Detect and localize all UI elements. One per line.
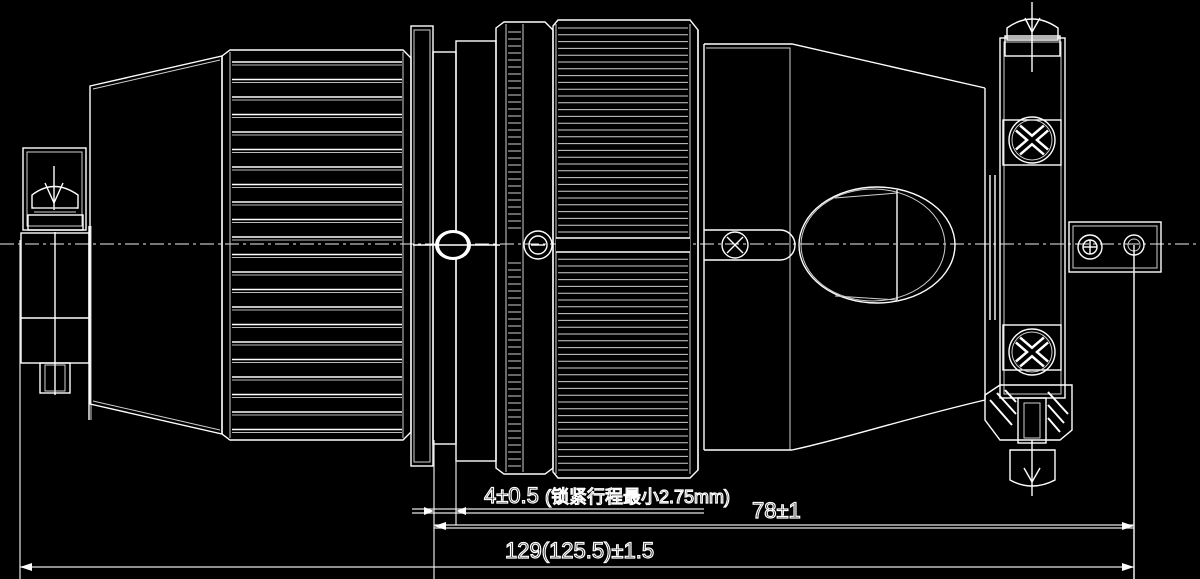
flange-ring xyxy=(410,25,500,467)
dimension-lines xyxy=(19,240,1135,579)
knurled-coupling-nut xyxy=(221,49,412,441)
oval-window xyxy=(798,186,956,304)
cross-screw-lower xyxy=(1008,328,1056,376)
knurled-body-sleeve xyxy=(552,19,699,479)
fine-knurl-marks xyxy=(508,31,521,467)
dimension-overall-length: 129(125.5)±1.5 xyxy=(504,538,655,563)
dimension-locking-travel: 4±0.5 (锁紧行程最小2.75mm) xyxy=(483,483,731,508)
dimension-78: 78±1 xyxy=(751,498,801,523)
left-end-strap-clip xyxy=(20,147,92,420)
cross-screw-upper xyxy=(1008,116,1056,164)
dimension-locking-travel-value: 4±0.5 xyxy=(483,483,539,508)
coupling-knurl-lines xyxy=(232,61,402,433)
hatch-lines xyxy=(989,389,1069,433)
tapered-front-shell xyxy=(697,30,986,470)
right-mounting-bracket xyxy=(984,2,1073,496)
dimension-locking-travel-note: (锁紧行程最小2.75mm) xyxy=(544,487,731,507)
conical-rear-shell xyxy=(89,55,223,435)
body-knurl-lines xyxy=(558,27,688,471)
fine-knurled-ring xyxy=(495,21,554,475)
